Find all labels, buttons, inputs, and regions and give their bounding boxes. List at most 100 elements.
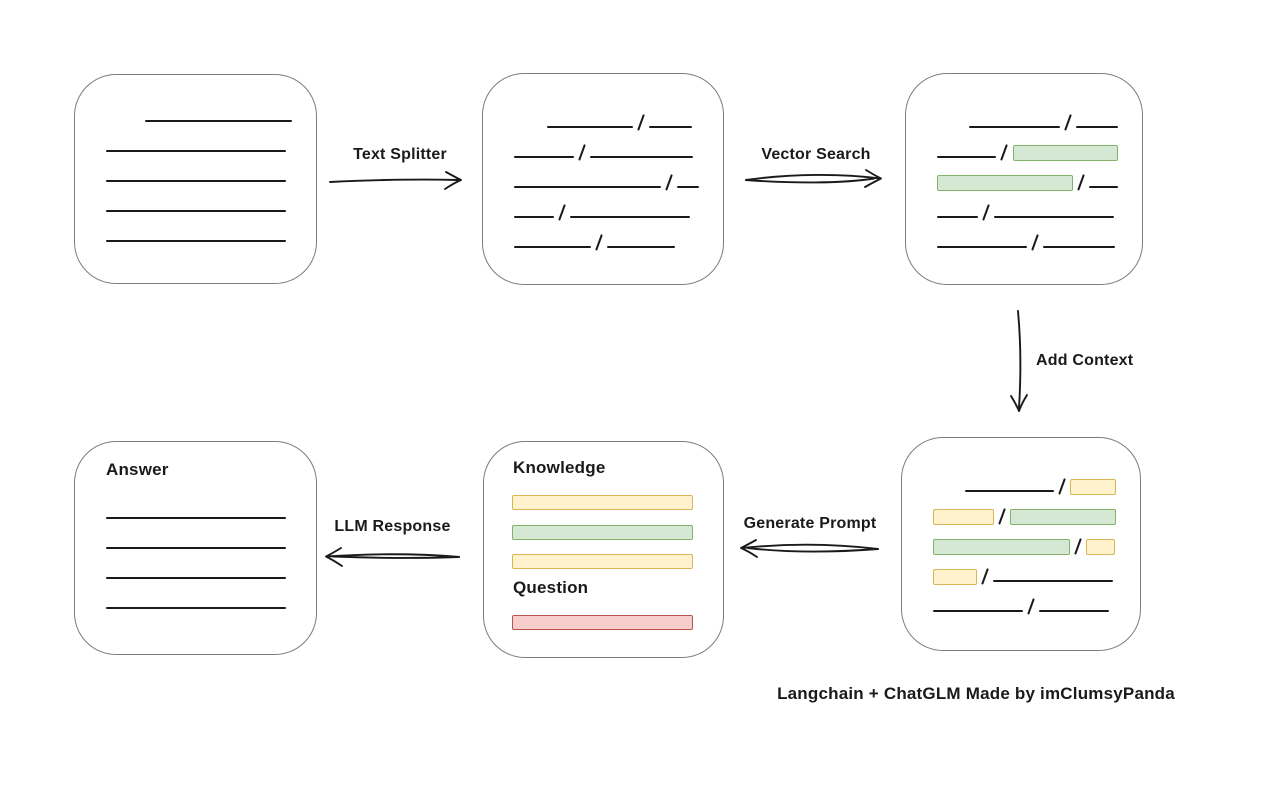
text-line [570,216,691,218]
generate-prompt-arrow [741,543,879,550]
green-highlight-rect [1012,145,1118,161]
chunk-lines [514,98,699,251]
question-label: Question [513,578,589,597]
generate-prompt-arrowhead [740,539,758,558]
slash-separator [1027,598,1036,615]
text-row [933,492,1116,525]
text-row [933,582,1116,615]
indent-spacer [514,126,540,128]
yellow-highlight-rect [1086,539,1116,555]
text-row [106,152,292,182]
green-highlight-rect [1010,509,1116,525]
knowledge-bars [512,495,693,584]
text-line [1039,610,1110,612]
yellow-highlight-rect [1070,479,1116,495]
text-line [1076,126,1118,128]
llm-response-arrowhead [325,547,343,567]
text-row [514,128,699,161]
text-row [106,182,292,212]
llm-response-arrow2 [332,555,460,559]
text-row [514,158,699,191]
text-line [969,126,1060,128]
text-row [106,519,292,549]
indent-spacer [933,490,958,492]
text-row [933,552,1116,585]
text-line [514,186,661,188]
text-row [514,218,699,251]
node-split-chunks [482,73,724,285]
text-row [937,158,1118,191]
generate-prompt-arrow2 [747,547,879,553]
node-context-chunks [901,437,1141,651]
add-context-arrowhead [1010,394,1028,412]
add-context-arrow [1017,310,1022,409]
red-bar [512,615,693,630]
document-lines [106,92,292,242]
text-line [937,246,1027,248]
knowledge-label: Knowledge [513,458,606,477]
yellow-bar [512,554,693,569]
text-row [933,462,1116,495]
text-line [649,126,693,128]
text-line [1089,186,1118,188]
llm-response-arrow [326,553,460,558]
text-line [607,246,676,248]
answer-label: Answer [106,460,169,479]
green-bar [512,524,693,540]
text-line [937,156,997,158]
slash-separator [1031,234,1040,251]
vector-search-arrowhead [864,169,882,188]
text-row [937,98,1118,131]
text-splitter-arrowhead [444,171,462,190]
text-line [993,580,1114,582]
green-highlight-rect [937,175,1073,191]
text-line [106,577,286,579]
slash-separator [595,234,604,251]
text-row [106,122,292,152]
node-prompt: Knowledge Question [483,441,724,658]
yellow-highlight-rect [933,569,977,585]
yellow-highlight-rect [933,509,994,525]
text-line [994,216,1115,218]
llm-response-label: LLM Response [334,518,451,535]
answer-lines [106,489,292,609]
text-line [514,156,574,158]
text-row [106,549,292,579]
text-line [937,216,978,218]
text-line [514,216,554,218]
text-row [514,188,699,221]
text-splitter-arrow [329,178,459,183]
text-line [106,517,286,519]
text-line [547,126,633,128]
caption: Langchain + ChatGLM Made by imClumsyPand… [777,684,1175,703]
vector-search-arrow [745,173,881,181]
text-line [590,156,694,158]
text-row [106,92,292,122]
text-line [106,180,286,182]
node-answer: Answer [74,441,317,655]
text-line [106,607,286,609]
text-line [965,490,1054,492]
text-line [933,610,1023,612]
text-line [1043,246,1116,248]
text-splitter-label: Text Splitter [353,146,447,163]
context-chunk-lines [933,462,1116,615]
text-line [106,547,286,549]
indent-spacer [937,126,962,128]
text-row [106,212,292,242]
text-row [106,579,292,609]
text-line [106,240,286,242]
generate-prompt-label: Generate Prompt [743,515,877,532]
yellow-bar [512,495,693,510]
text-row [937,188,1118,221]
text-row [937,128,1118,161]
vector-search-arrow2 [745,177,875,184]
text-line [106,150,286,152]
text-row [933,522,1116,555]
text-line [144,120,292,122]
text-row [937,218,1118,251]
text-line [514,246,591,248]
indent-spacer [106,120,138,122]
question-bar [512,615,693,645]
